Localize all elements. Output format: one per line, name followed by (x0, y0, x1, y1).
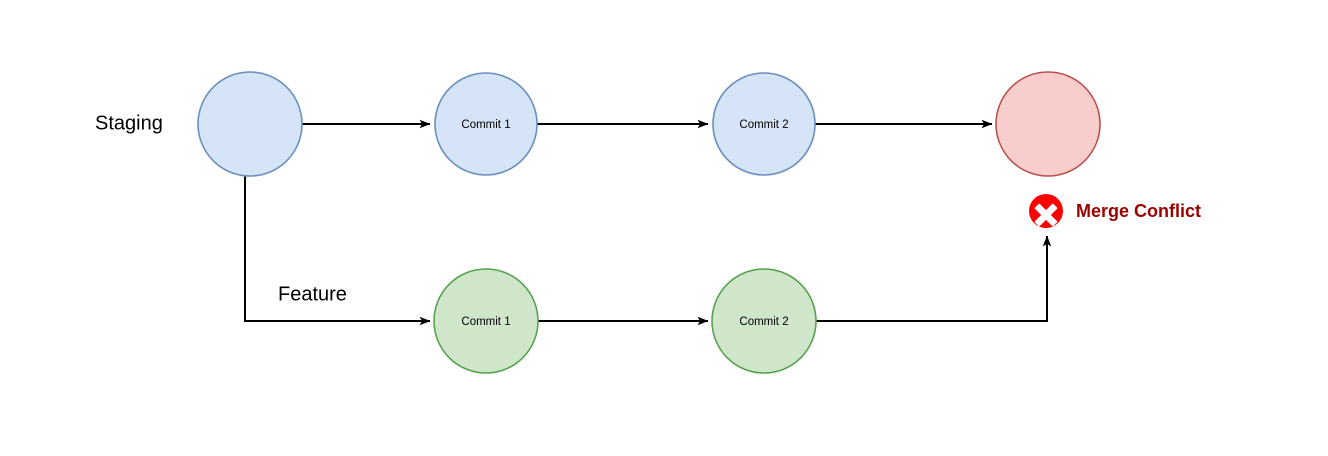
edge-branch-staging-to-feature (244, 175, 431, 326)
edges-layer (244, 119, 1052, 326)
node-feature-commit-2[interactable]: Commit 2 (711, 268, 817, 374)
merge-conflict-status: Merge Conflict (1029, 194, 1201, 228)
error-x-mark (1034, 203, 1058, 227)
staging-commit-2-circle[interactable] (712, 72, 816, 176)
node-staging-base[interactable] (197, 71, 303, 177)
error-x-circle-icon (1029, 194, 1063, 228)
edge-feature-commit2-to-conflict (816, 235, 1052, 322)
node-merge-target[interactable] (995, 71, 1101, 177)
merge-conflict-label: Merge Conflict (1076, 201, 1201, 221)
node-staging-commit-1[interactable]: Commit 1 (434, 72, 538, 176)
merge-target-circle[interactable] (995, 71, 1101, 177)
branch-label-feature: Feature (278, 283, 347, 305)
node-staging-commit-2[interactable]: Commit 2 (712, 72, 816, 176)
node-feature-commit-1[interactable]: Commit 1 (433, 268, 539, 374)
feature-commit-2-circle[interactable] (711, 268, 817, 374)
feature-commit-1-circle[interactable] (433, 268, 539, 374)
staging-commit-1-circle[interactable] (434, 72, 538, 176)
staging-base-circle[interactable] (197, 71, 303, 177)
branch-label-staging: Staging (95, 112, 163, 134)
